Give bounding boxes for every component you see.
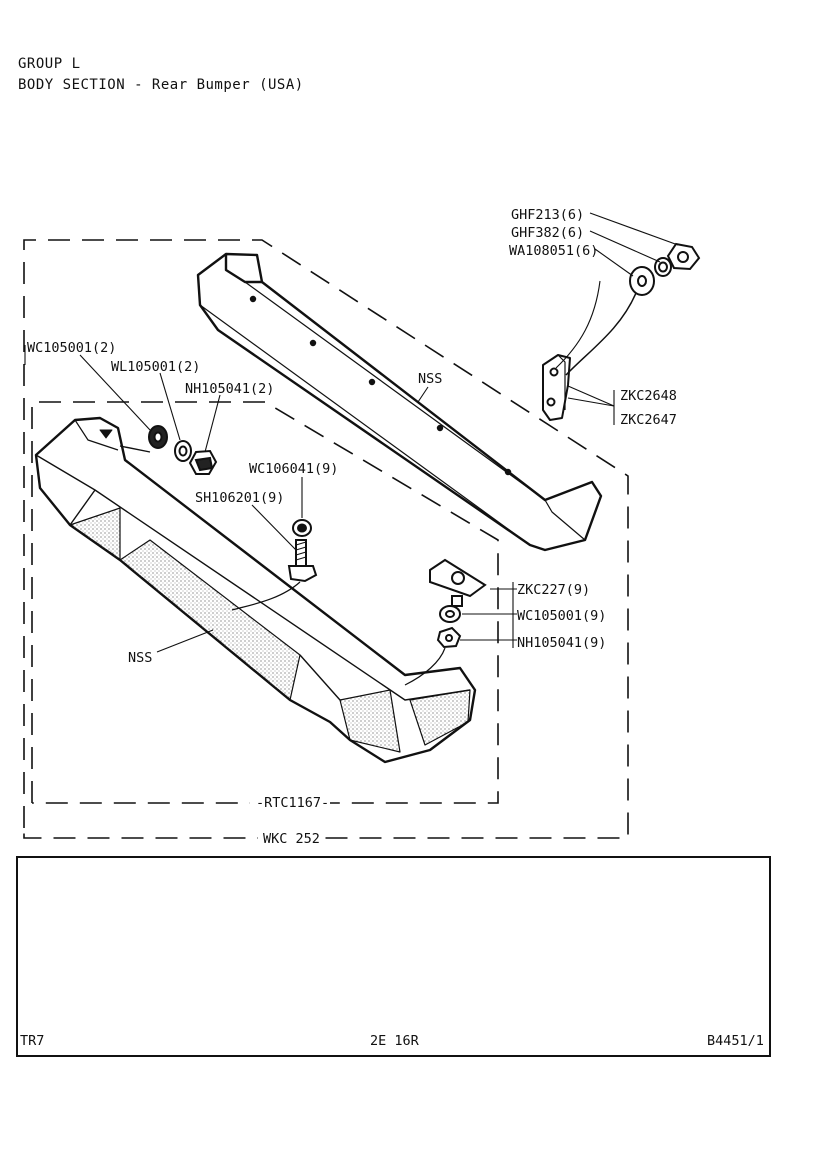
- section-title: BODY SECTION - Rear Bumper (USA): [18, 77, 304, 93]
- label-nss-lower: NSS: [128, 650, 152, 666]
- label-nh105041-2: NH105041(2): [185, 381, 274, 397]
- label-zkc227-9: ZKC227(9): [517, 582, 590, 598]
- outer-kit-boundary: [23, 239, 629, 839]
- label-sh106201-9: SH106201(9): [195, 490, 284, 506]
- footer-page: 2E 16R: [370, 1033, 419, 1049]
- label-ghf382: GHF382(6): [511, 225, 584, 241]
- right-fastener-set: [404, 558, 487, 686]
- label-zkc2648: ZKC2648: [620, 388, 677, 404]
- label-rtc1167: -RTC1167-: [256, 795, 329, 811]
- label-nss-upper: NSS: [418, 371, 442, 387]
- footer-model: TR7: [20, 1033, 45, 1049]
- inner-kit-boundary: [31, 401, 499, 804]
- notes-box: [16, 856, 771, 1057]
- label-wc106041-9: WC106041(9): [249, 461, 338, 477]
- top-fastener-set: [565, 242, 701, 376]
- label-ghf213: GHF213(6): [511, 207, 584, 223]
- left-fastener-set: [119, 425, 218, 475]
- label-wa108051: WA108051(6): [509, 243, 598, 259]
- mounting-bracket: [542, 354, 571, 421]
- group-title: GROUP L: [18, 56, 81, 72]
- center-bolt: [231, 519, 318, 611]
- label-wc105001-2: WC105001(2): [27, 340, 116, 356]
- lower-bumper: [34, 416, 477, 764]
- label-wkc252: WKC 252: [263, 831, 320, 847]
- label-zkc2647: ZKC2647: [620, 412, 677, 428]
- leader-lines: [24, 212, 679, 653]
- upper-bumper: [196, 252, 603, 552]
- label-wc105001-9: WC105001(9): [517, 608, 606, 624]
- footer-ref: B4451/1: [707, 1033, 764, 1049]
- label-wl105001-2: WL105001(2): [111, 359, 200, 375]
- label-nh105041-9: NH105041(9): [517, 635, 606, 651]
